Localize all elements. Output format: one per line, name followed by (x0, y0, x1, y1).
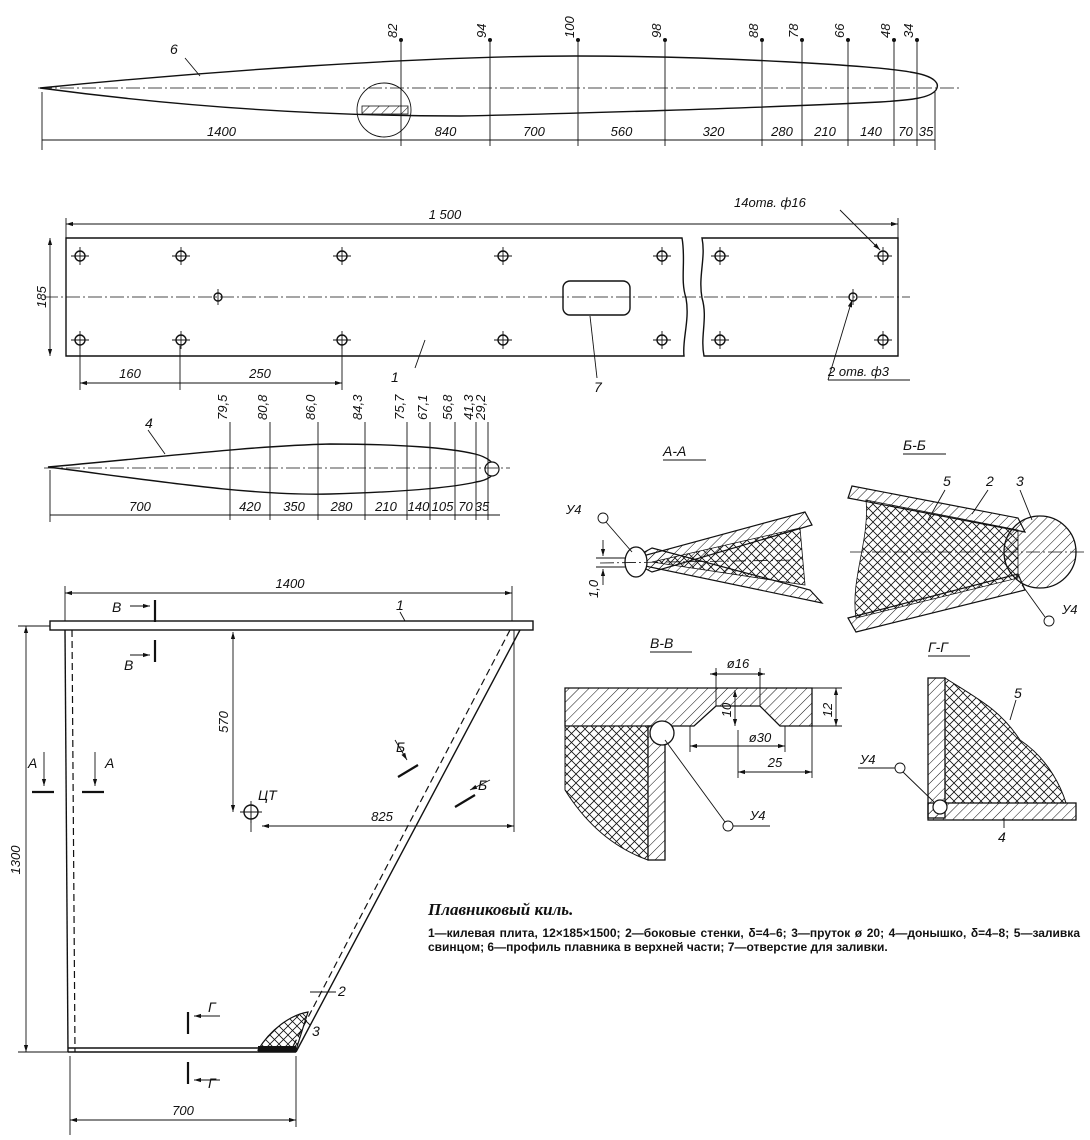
plate-width: 185 (34, 285, 49, 307)
caption-legend: 1—килевая плита, 12×185×1500; 2—боковые … (428, 926, 1080, 954)
bottom-height-label: 80,8 (255, 394, 270, 420)
top-station-label: 35 (919, 124, 934, 139)
top-height-label: 66 (832, 23, 847, 38)
bottom-station-label: 350 (283, 499, 305, 514)
section-gg-part4: 4 (998, 829, 1006, 845)
section-vv-title: В-В (650, 635, 673, 651)
top-height-label: 88 (746, 23, 761, 38)
top-station-label: 1400 (207, 124, 237, 139)
bottom-station-label: 280 (330, 499, 353, 514)
bottom-station-label: 35 (475, 499, 490, 514)
cg-horizontal-825: 825 (371, 809, 393, 824)
top-station-label: 840 (435, 124, 457, 139)
bottom-height-label: 75,7 (392, 394, 407, 420)
top-station-label: 70 (898, 124, 913, 139)
plate-pitch-160: 160 (119, 366, 141, 381)
cut-v-top: В (112, 599, 121, 615)
section-gg-title: Г-Г (928, 639, 949, 655)
bottom-station-label: 420 (239, 499, 261, 514)
plate-pitch-250: 250 (248, 366, 271, 381)
cut-v-bottom: В (124, 657, 133, 673)
top-fin-profile: 6 82 94 100 98 88 78 66 48 34 1400 840 700 560 320 280… (38, 16, 960, 150)
section-vv-d16: ø16 (727, 656, 750, 671)
keel-plate-view: 1 500 185 160 250 14отв. ф16 2 отв. ф3 1… (34, 195, 910, 395)
section-bb-title: Б-Б (903, 437, 926, 453)
pour-hole (562, 280, 631, 316)
section-v-v: В-В ø16 10 ø30 12 25 У4 (564, 635, 842, 861)
section-aa-dim: 1,0 (586, 579, 601, 598)
top-station-label: 560 (611, 124, 633, 139)
caption-title: Плавниковый киль. (428, 900, 574, 919)
side-length-1400: 1400 (276, 576, 306, 591)
section-g-g: Г-Г 5 4 У4 (858, 639, 1077, 845)
bottom-station-label: 105 (432, 499, 454, 514)
section-vv-d30: ø30 (749, 730, 772, 745)
top-height-label: 94 (474, 24, 489, 38)
part-4-profile-label: 4 (145, 415, 153, 431)
side-height-1300: 1300 (8, 845, 23, 875)
cut-a-right: А (104, 755, 114, 771)
part-2-side-label: 2 (337, 983, 346, 999)
section-vv-h12: 12 (820, 702, 835, 717)
section-b-b: Б-Б 5 2 3 У4 (847, 437, 1085, 633)
cut-a-left: А (27, 755, 37, 771)
bottom-station-label: 210 (374, 499, 397, 514)
part-1-side-label: 1 (396, 597, 404, 613)
section-bb-part5: 5 (943, 473, 951, 489)
bottom-height-label: 29,2 (473, 394, 488, 421)
part-1-plate-label: 1 (391, 369, 399, 385)
bottom-height-label: 86,0 (303, 394, 318, 420)
bottom-station-label: 70 (458, 499, 473, 514)
cut-g-bottom: Г (208, 1075, 217, 1091)
bottom-station-label: 700 (129, 499, 151, 514)
top-height-label: 100 (562, 16, 577, 38)
small-holes-note: 2 отв. ф3 (827, 364, 890, 379)
cut-b-right: Б (478, 777, 487, 793)
bottom-height-label: 84,3 (350, 394, 365, 420)
section-a-a: А-А У4 1,0 (565, 443, 824, 604)
section-vv-h10: 10 (719, 702, 734, 717)
section-vv-weld: У4 (749, 808, 766, 823)
top-station-label: 280 (770, 124, 793, 139)
top-height-label: 98 (649, 23, 664, 38)
top-station-label: 700 (523, 124, 545, 139)
section-bb-weld: У4 (1061, 602, 1078, 617)
section-bb-part3: 3 (1016, 473, 1024, 489)
bottom-height-label: 56,8 (440, 394, 455, 420)
part-3-side-label: 3 (312, 1023, 320, 1039)
top-height-label: 78 (786, 23, 801, 38)
top-height-label: 48 (878, 23, 893, 38)
top-station-label: 140 (860, 124, 882, 139)
bottom-station-label: 140 (408, 499, 430, 514)
bottom-height-label: 41,3 (461, 394, 476, 420)
top-height-label: 34 (901, 24, 916, 38)
cut-g-top: Г (208, 999, 217, 1015)
section-bb-part2: 2 (985, 473, 994, 489)
top-height-label: 82 (385, 23, 400, 38)
bottom-fin-profile: 4 79,5 80,8 86,0 84,3 75,7 67,1 56,8 41,329,2 70… (44, 394, 510, 522)
keel-side-view: 1 3 2 1400 1300 700 ЦТ 570 (8, 576, 534, 1135)
section-aa-weld: У4 (565, 502, 582, 517)
part-6-label: 6 (170, 41, 178, 57)
holes-note: 14отв. ф16 (734, 195, 807, 210)
part-7-label: 7 (594, 379, 603, 395)
keel-plate-side (49, 620, 534, 631)
figure-caption: Плавниковый киль. 1—килевая плита, 12×18… (428, 900, 1080, 954)
top-station-label: 210 (813, 124, 836, 139)
cg-label: ЦТ (258, 787, 278, 803)
bottom-height-label: 79,5 (215, 394, 230, 420)
cg-vertical-570: 570 (216, 710, 231, 732)
section-vv-w25: 25 (767, 755, 783, 770)
section-aa-title: А-А (662, 443, 686, 459)
cut-b-left: Б (396, 739, 405, 755)
plate-length: 1 500 (429, 207, 462, 222)
section-gg-part5: 5 (1014, 685, 1022, 701)
section-gg-weld: У4 (859, 752, 876, 767)
side-bottom-700: 700 (172, 1103, 194, 1118)
top-station-label: 320 (703, 124, 725, 139)
bottom-height-label: 67,1 (415, 395, 430, 420)
